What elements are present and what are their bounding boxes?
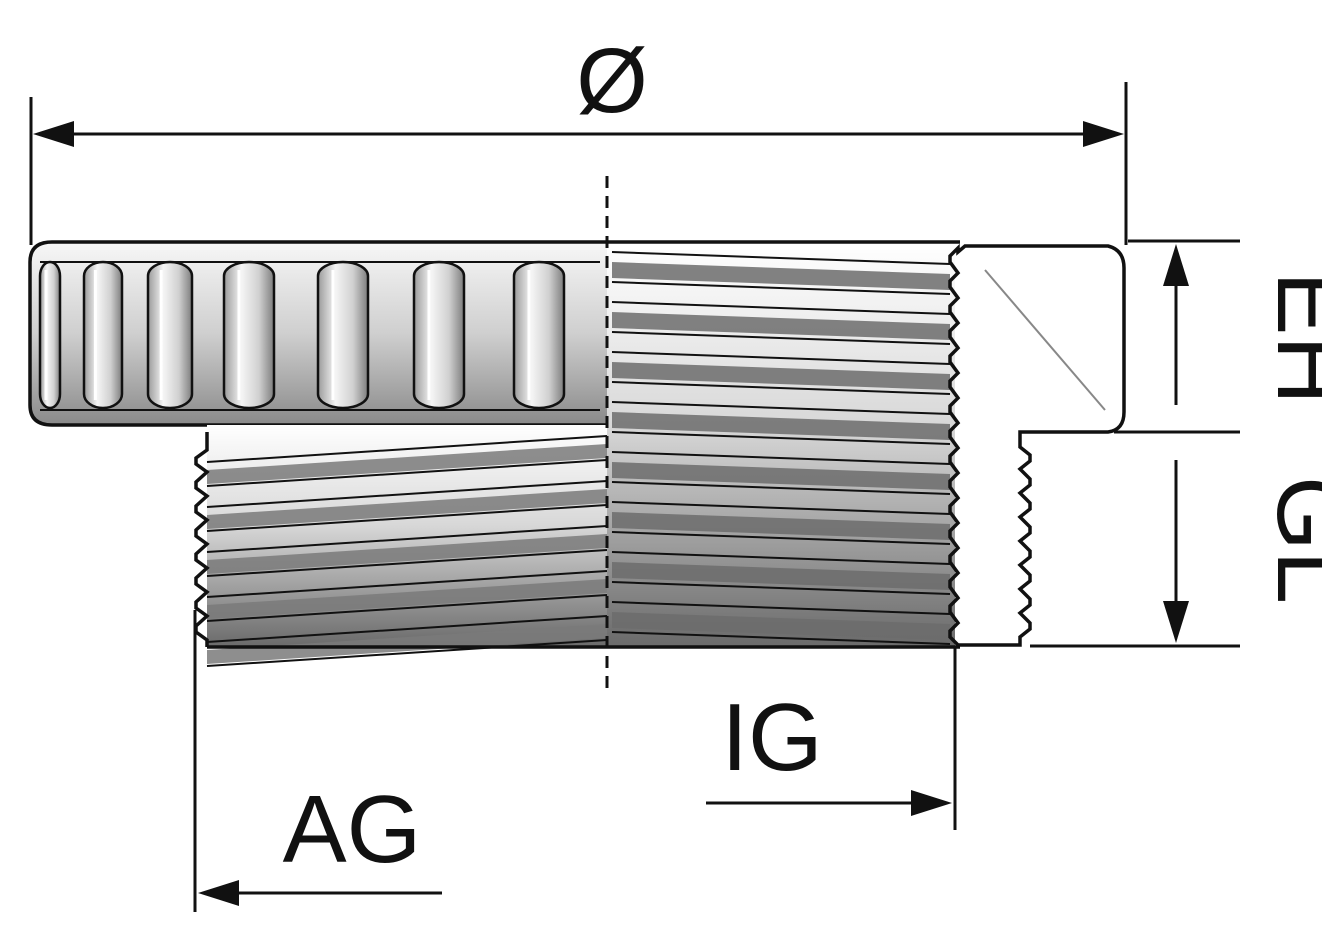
internal-thread-root xyxy=(611,331,951,345)
male-thread-groove xyxy=(207,489,607,529)
internal-thread-crest xyxy=(611,501,951,515)
internal-thread-crest xyxy=(611,401,951,415)
section-hatch xyxy=(984,269,1106,411)
internal-thread-groove xyxy=(612,612,950,640)
diameter-dimension: Ø xyxy=(29,30,1128,245)
eh-arrow-up xyxy=(1163,244,1189,286)
male-thread-root xyxy=(206,459,608,487)
male-thread-groove xyxy=(207,624,607,664)
cross-section xyxy=(948,243,1126,647)
male-thread-root xyxy=(206,594,608,622)
internal-thread-grooves xyxy=(611,251,951,645)
internal-thread-crest xyxy=(611,451,951,465)
ig-label: IG xyxy=(721,684,822,791)
male-thread-groove xyxy=(207,579,607,619)
internal-thread-crest xyxy=(611,301,951,315)
ag-label: AG xyxy=(283,776,422,883)
internal-thread-groove xyxy=(612,562,950,590)
male-thread xyxy=(194,425,608,667)
male-thread-groove xyxy=(207,534,607,574)
knurl-rib xyxy=(82,260,124,410)
male-thread-crest xyxy=(206,525,608,553)
ag-arrow xyxy=(198,880,239,906)
ag-dimension: AG xyxy=(193,610,442,912)
internal-thread-crest xyxy=(611,601,951,615)
male-thread-crest xyxy=(206,615,608,643)
internal-thread-crest xyxy=(611,551,951,565)
internal-thread-crest xyxy=(611,351,951,365)
eh-label: EH xyxy=(1257,271,1322,404)
male-thread-root xyxy=(206,504,608,532)
male-thread-root xyxy=(206,549,608,577)
internal-thread-groove xyxy=(612,262,950,290)
knurl-rib xyxy=(412,260,466,410)
internal-thread-groove xyxy=(612,512,950,540)
knurl-rib xyxy=(316,260,370,410)
ig-dimension: IG xyxy=(706,647,957,830)
knurl-rib xyxy=(38,260,62,410)
internal-thread-root xyxy=(611,381,951,395)
ig-arrow xyxy=(911,790,952,816)
knurl-rib xyxy=(512,260,566,410)
internal-thread xyxy=(607,240,960,649)
diameter-arrow-right xyxy=(1083,121,1124,147)
knurled-flange xyxy=(28,240,607,427)
internal-thread-root xyxy=(611,431,951,445)
internal-thread-root xyxy=(611,281,951,295)
internal-thread-crest xyxy=(611,251,951,265)
internal-thread-groove xyxy=(612,462,950,490)
gl-arrow-down xyxy=(1163,601,1189,643)
diameter-arrow-left xyxy=(33,121,74,147)
internal-thread-root xyxy=(611,481,951,495)
male-thread-crest xyxy=(206,480,608,508)
male-thread-groove xyxy=(207,444,607,484)
internal-thread-groove xyxy=(612,412,950,440)
knurl-rib xyxy=(222,260,276,410)
male-thread-root xyxy=(206,639,608,667)
internal-thread-groove xyxy=(612,312,950,340)
internal-thread-groove xyxy=(612,362,950,390)
male-thread-crest xyxy=(206,435,608,463)
male-thread-grooves xyxy=(206,435,608,667)
male-thread-profile xyxy=(194,432,210,647)
internal-thread-root xyxy=(611,631,951,645)
knurl-rib xyxy=(146,260,194,410)
knurl-ribs xyxy=(38,260,600,411)
gl-label: GL xyxy=(1257,476,1322,604)
height-dimensions: EH GL xyxy=(1030,239,1322,648)
male-thread-crest xyxy=(206,570,608,598)
internal-thread-root xyxy=(611,581,951,595)
section-profile xyxy=(948,243,1126,647)
diameter-label: Ø xyxy=(576,30,648,132)
internal-thread-root xyxy=(611,531,951,545)
